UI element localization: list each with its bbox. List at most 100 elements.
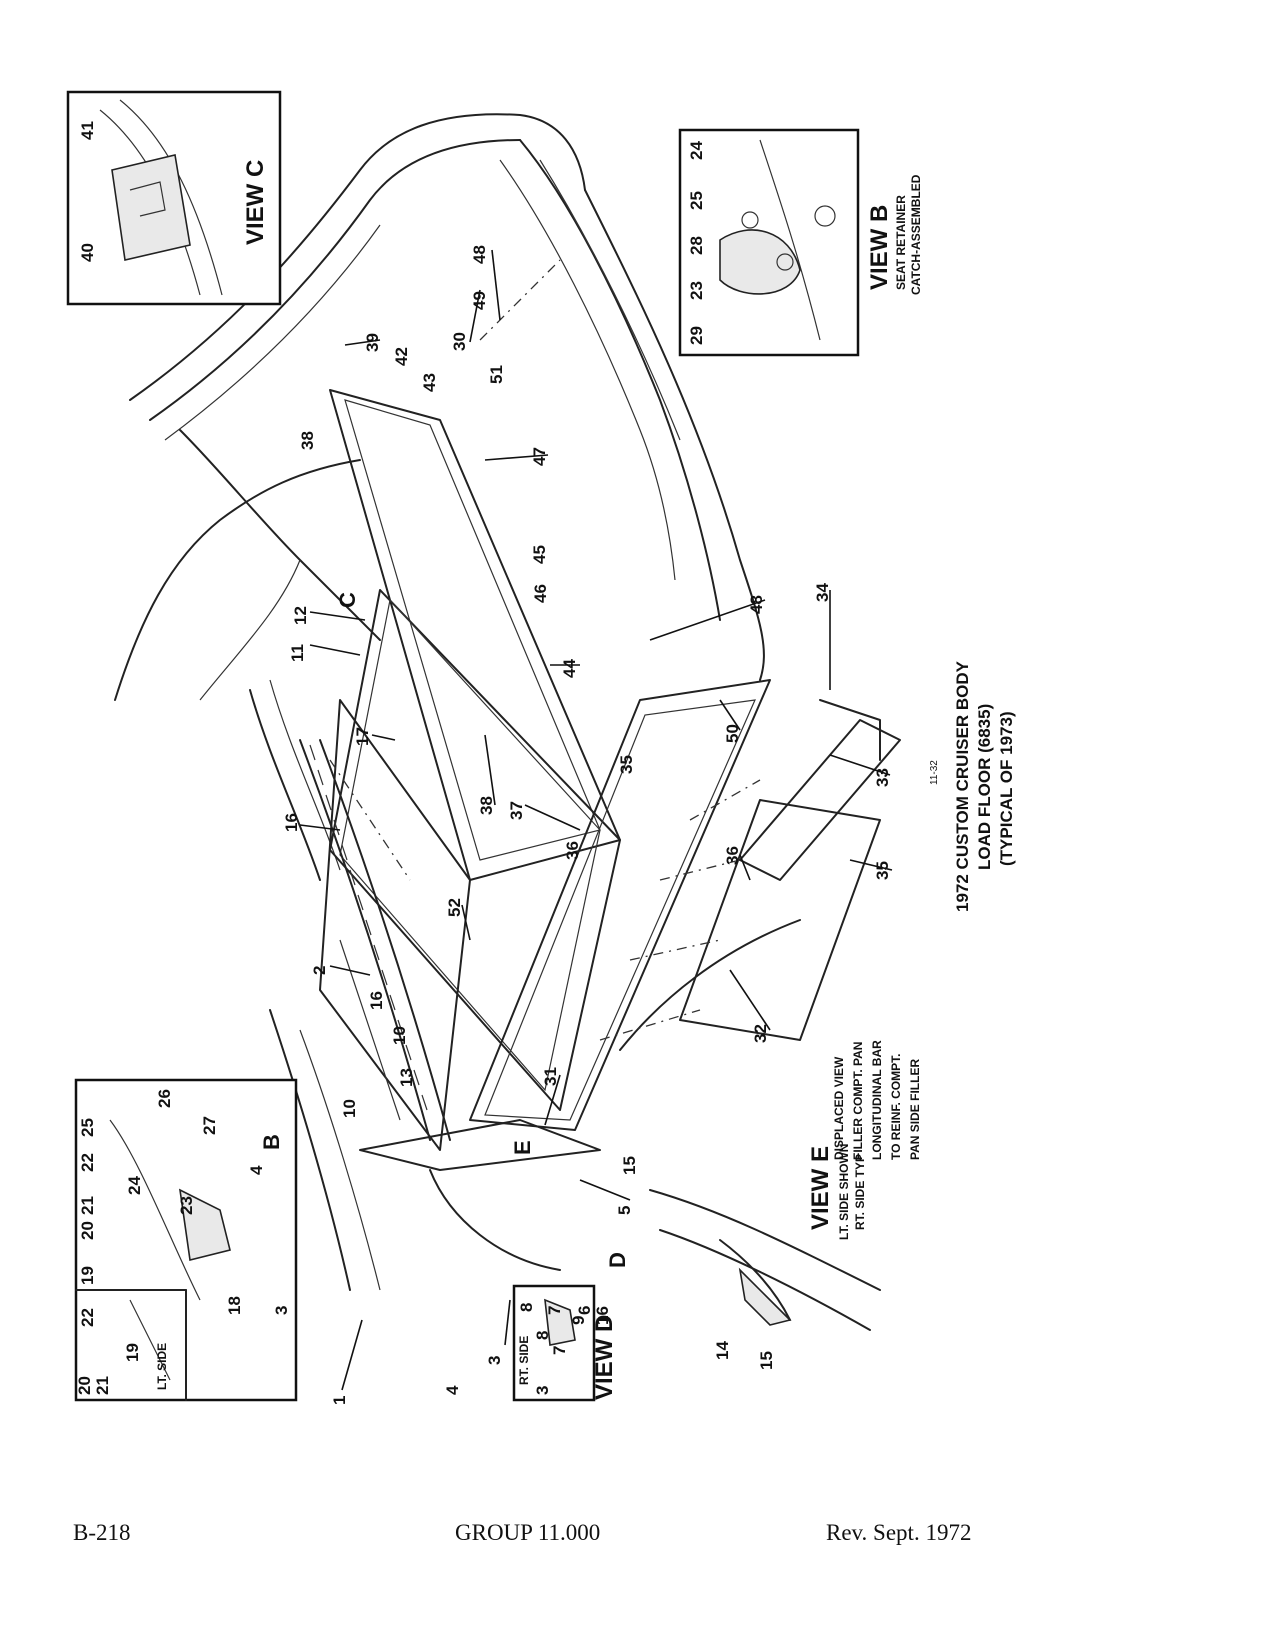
view-flag-b: B <box>259 1134 284 1150</box>
inset-callout-27: 27 <box>200 1116 219 1135</box>
view-c-labels: VIEW C 40 41 <box>78 121 269 262</box>
view-b-callout-24: 24 <box>687 141 706 160</box>
view-d-labels: VIEW D RT. SIDE 3 8 7 9 <box>517 1315 618 1400</box>
displaced-line-3: LONGITUDINAL BAR <box>870 1040 884 1160</box>
view-c-callout-40: 40 <box>78 243 97 262</box>
footer-group: GROUP 11.000 <box>455 1520 601 1545</box>
callout-50: 50 <box>723 724 742 743</box>
callout-4: 4 <box>443 1385 462 1395</box>
view-c-box <box>66 90 282 306</box>
callout-48a: 48 <box>470 245 489 264</box>
callout-8: 8 <box>517 1303 536 1312</box>
view-b-subtitle-2: CATCH-ASSEMBLED <box>909 174 923 295</box>
inset-callout-26: 26 <box>155 1089 174 1108</box>
view-d-title: VIEW D <box>591 1315 618 1400</box>
figure-title: 1972 CUSTOM CRUISER BODY LOAD FLOOR (683… <box>929 660 1016 912</box>
callout-5: 5 <box>615 1206 634 1215</box>
view-b-callout-23: 23 <box>687 281 706 300</box>
callout-32: 32 <box>751 1024 770 1043</box>
view-d-callout-9: 9 <box>569 1316 588 1325</box>
callout-10b: 10 <box>390 1026 409 1045</box>
inset-callout-20b: 20 <box>78 1221 97 1240</box>
view-c-callout-41: 41 <box>78 121 97 140</box>
view-b-subtitle-1: SEAT RETAINER <box>894 195 908 290</box>
view-flag-e: E <box>510 1140 535 1155</box>
view-e-callout-15: 15 <box>757 1351 776 1370</box>
callout-11: 11 <box>288 644 307 662</box>
callout-42: 42 <box>392 347 411 366</box>
callout-52: 52 <box>445 898 464 917</box>
displaced-line-2: FILLER COMPT. PAN <box>851 1042 865 1160</box>
callout-43: 43 <box>420 373 439 392</box>
callout-38b: 38 <box>477 796 496 815</box>
view-e-subtitle-2: RT. SIDE TYP <box>853 1154 867 1230</box>
view-e-subtitle-1: LT. SIDE SHOWN <box>837 1144 851 1240</box>
hinge-strip <box>299 739 451 1141</box>
view-b-box <box>678 128 860 357</box>
view-d-side-label: RT. SIDE <box>517 1336 531 1385</box>
callout-49: 49 <box>470 291 489 310</box>
title-line-1: 1972 CUSTOM CRUISER BODY <box>953 660 972 912</box>
view-d-callout-3: 3 <box>533 1386 552 1395</box>
inset-callout-19a: 19 <box>123 1343 142 1362</box>
dashed-leaders <box>329 259 761 1041</box>
callout-13: 13 <box>397 1068 416 1087</box>
view-d-box <box>512 1284 596 1402</box>
displaced-view-note: DISPLACED VIEW FILLER COMPT. PAN LONGITU… <box>832 1040 922 1160</box>
callout-16b: 16 <box>367 991 386 1010</box>
displaced-line-5: PAN SIDE FILLER <box>908 1059 922 1160</box>
callout-38a: 38 <box>298 431 317 450</box>
view-d-callout-7: 7 <box>550 1346 569 1355</box>
callout-10a: 10 <box>340 1099 359 1118</box>
footer-page-number: B-218 <box>73 1520 131 1545</box>
callout-34: 34 <box>813 583 832 602</box>
load-floor-panels <box>319 389 621 1171</box>
callout-47: 47 <box>530 447 549 466</box>
compartment-pan <box>619 699 901 1051</box>
callout-35a: 35 <box>617 755 636 774</box>
view-b-callout-28: 28 <box>687 236 706 255</box>
callout-15: 15 <box>620 1156 639 1175</box>
leader-arrows <box>299 249 893 1391</box>
inset-callout-19b: 19 <box>78 1266 97 1285</box>
view-d-callout-8: 8 <box>533 1331 552 1340</box>
view-b-callout-29: 29 <box>687 326 706 345</box>
main-callouts: 1 2 3 4 5 6 7 8 10 10 11 12 13 15 16 16 … <box>282 245 892 1405</box>
lt-side-label: LT. SIDE <box>155 1343 169 1390</box>
callout-35b: 35 <box>873 861 892 880</box>
lt-side-inset-box <box>74 1078 298 1402</box>
inset-callout-20a: 20 <box>75 1376 94 1395</box>
callout-2: 2 <box>310 966 329 975</box>
view-b-callout-25: 25 <box>687 191 706 210</box>
callout-17: 17 <box>353 727 372 746</box>
inset-callout-23: 23 <box>177 1196 196 1215</box>
callout-30: 30 <box>450 332 469 351</box>
callout-36a: 36 <box>563 841 582 860</box>
figure-code: 11-32 <box>929 760 940 785</box>
callout-51: 51 <box>487 365 506 384</box>
callout-39: 39 <box>363 333 382 352</box>
callout-7: 7 <box>545 1306 564 1315</box>
callout-16a: 16 <box>282 813 301 832</box>
view-e-detail <box>649 1189 881 1331</box>
inset-callout-25: 25 <box>78 1118 97 1137</box>
callout-1: 1 <box>330 1396 349 1405</box>
footer-revision: Rev. Sept. 1972 <box>826 1520 972 1545</box>
callout-3: 3 <box>485 1356 504 1365</box>
view-letter-flags: C E D B <box>259 592 630 1268</box>
callout-44: 44 <box>560 659 579 678</box>
callout-16c: 16 <box>593 1306 612 1325</box>
callout-46: 46 <box>531 584 550 603</box>
view-e-title: VIEW E <box>807 1146 834 1230</box>
inset-callout-21b: 21 <box>78 1196 97 1215</box>
inset-callout-3: 3 <box>272 1306 291 1315</box>
lt-side-inset-labels: LT. SIDE 20 21 19 22 20 21 19 22 25 26 2… <box>75 1089 291 1395</box>
displaced-line-1: DISPLACED VIEW <box>832 1056 846 1160</box>
view-b-title: VIEW B <box>866 205 893 290</box>
side-rail <box>429 679 771 1271</box>
callout-48b: 48 <box>747 595 766 614</box>
callout-36b: 36 <box>723 846 742 865</box>
view-flag-c: C <box>335 592 360 608</box>
view-e-callout-14: 14 <box>713 1341 732 1360</box>
